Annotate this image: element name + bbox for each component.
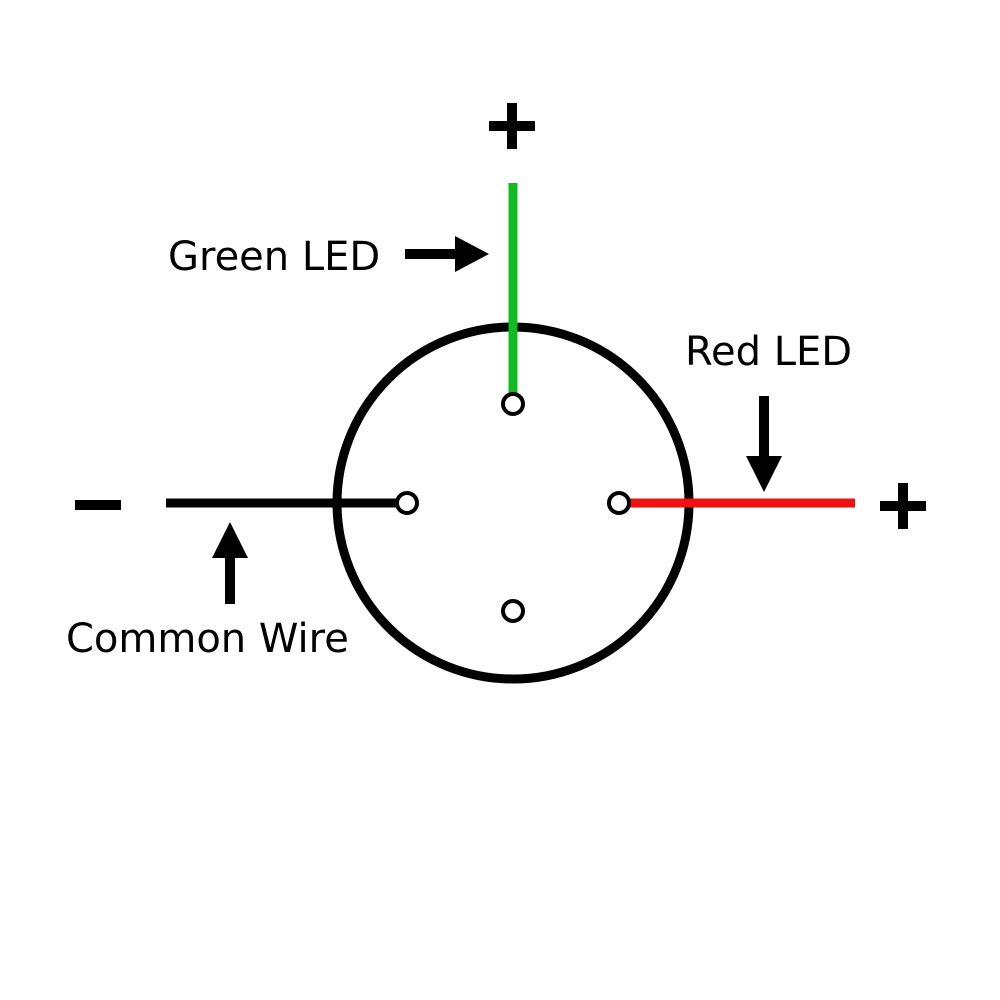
unused-pin <box>501 599 525 623</box>
green-led-label: Green LED <box>168 234 380 280</box>
red-led-label: Red LED <box>685 329 852 375</box>
green-led-pin <box>501 392 525 416</box>
common-minus-sign <box>75 500 121 510</box>
common-wire-arrow-icon <box>212 522 248 604</box>
green-led-arrow-icon <box>405 236 489 272</box>
common-wire-label: Common Wire <box>66 616 349 662</box>
red-led-pin <box>607 491 631 515</box>
common-wire-pin <box>395 491 419 515</box>
red-plus-sign <box>880 483 926 529</box>
green-plus-sign <box>489 103 535 149</box>
red-led-arrow-icon <box>746 396 782 492</box>
